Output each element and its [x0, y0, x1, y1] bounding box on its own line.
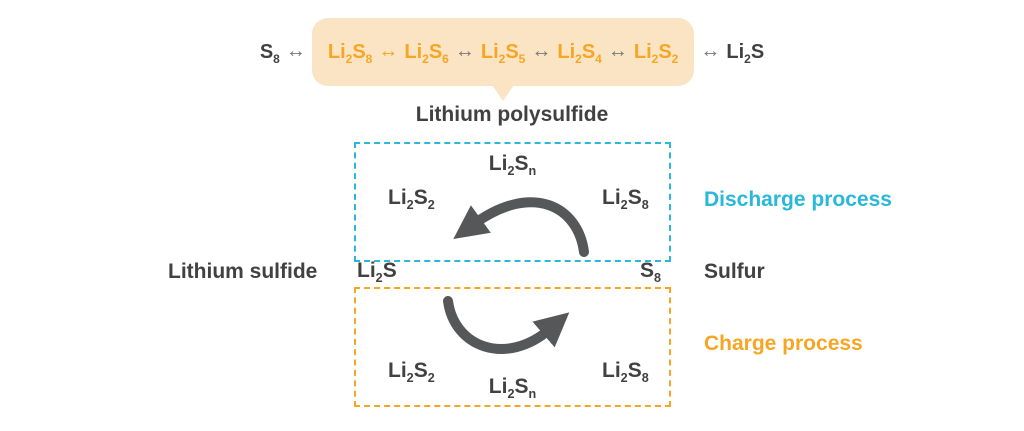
bidirectional-arrow-icon: ↔ [378, 40, 399, 62]
bidirectional-arrow-icon: ↔ [700, 40, 721, 62]
bidirectional-arrow-icon: ↔ [454, 40, 475, 62]
discharge-li2s8: Li2S8 [602, 186, 649, 213]
chain-li2s2: Li2S2 [633, 40, 679, 66]
discharge-li2s2: Li2S2 [388, 186, 435, 213]
charge-li2s8: Li2S8 [602, 359, 649, 386]
charge-process-label: Charge process [704, 332, 863, 355]
chain-li2s: Li2S [726, 40, 765, 66]
discharge-process-box: Li2Sn Li2S2 Li2S8 [354, 142, 671, 262]
bidirectional-arrow-icon: ↔ [285, 40, 306, 62]
chain-li2s5: Li2S5 [480, 40, 526, 66]
chain-li2s8: Li2S8 [327, 40, 373, 66]
bidirectional-arrow-icon: ↔ [531, 40, 552, 62]
charge-process-box: Li2S2 Li2Sn Li2S8 [354, 287, 671, 407]
middle-li2s: Li2S [357, 259, 397, 286]
polysulfide-bubble: Li2S8 ↔ Li2S6 ↔ Li2S5 ↔ Li2S4 ↔ Li2S2 [311, 18, 695, 101]
middle-s8: S8 [640, 259, 662, 286]
charge-li2sn: Li2Sn [488, 375, 537, 402]
chain-li2s6: Li2S6 [404, 40, 449, 66]
discharge-process-label: Discharge process [704, 188, 892, 211]
chain-li2s4: Li2S4 [557, 40, 602, 66]
bubble-pointer [492, 85, 515, 101]
chain-s8: S8 [259, 40, 280, 66]
bidirectional-arrow-icon: ↔ [607, 40, 628, 62]
sulfur-label: Sulfur [704, 260, 765, 283]
charge-curved-arrow-icon [443, 296, 570, 354]
reaction-chain-row: S8 ↔ Li2S8 ↔ Li2S6 ↔ Li2S5 ↔ Li2S4 ↔ Li2… [0, 18, 1024, 101]
lithium-polysulfide-label: Lithium polysulfide [415, 103, 609, 126]
charge-li2s2: Li2S2 [388, 359, 435, 386]
discharge-curved-arrow-icon [453, 197, 589, 257]
discharge-li2sn: Li2Sn [488, 152, 537, 179]
lithium-sulfide-label: Lithium sulfide [168, 260, 318, 283]
